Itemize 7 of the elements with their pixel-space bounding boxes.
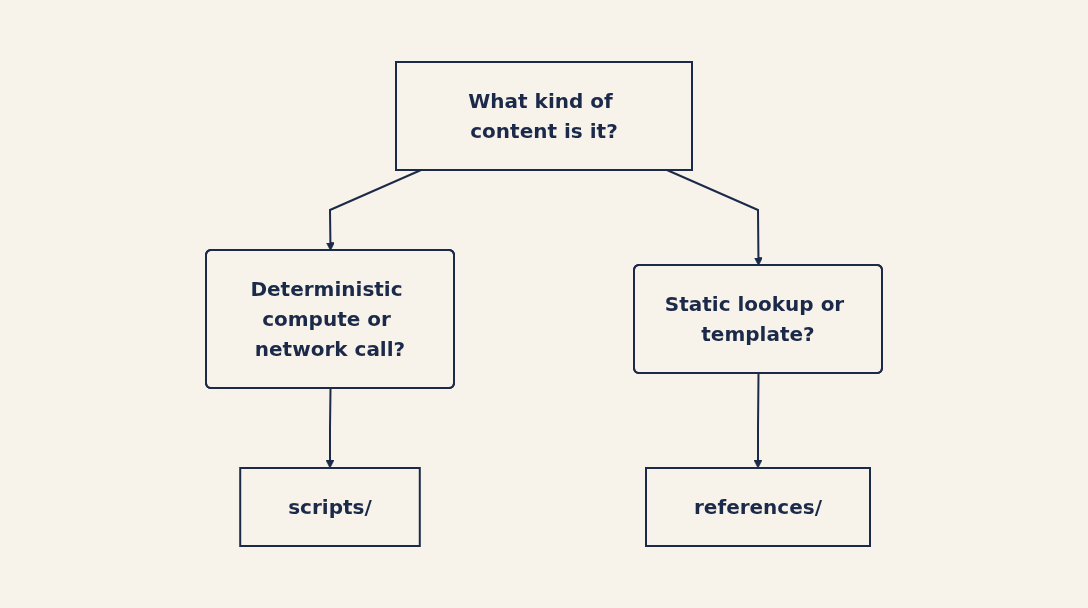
arrow [753, 372, 763, 469]
node-text: Deterministic compute or network call? [250, 277, 406, 361]
node-box: scripts/ [239, 467, 421, 547]
arrow [325, 387, 335, 469]
node-box: references/ [645, 467, 871, 547]
node-box: What kind of content is it? [395, 61, 693, 171]
node-text: Static lookup or template? [664, 292, 845, 346]
